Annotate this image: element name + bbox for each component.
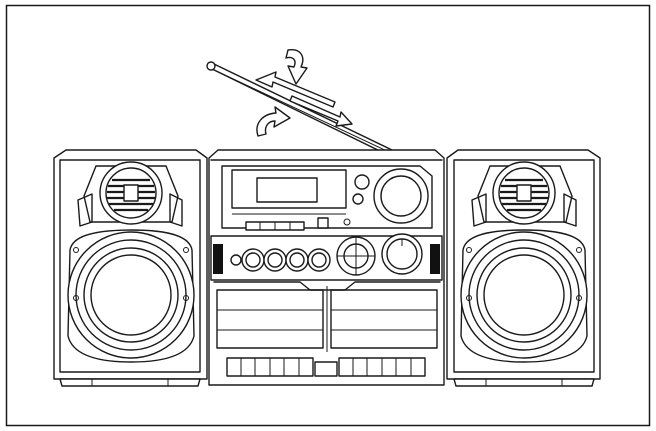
volume-knob <box>381 233 423 275</box>
headphone-jack <box>317 217 329 229</box>
speaker-left <box>53 149 208 387</box>
control-strip <box>210 233 443 281</box>
rotate-arrow-icon <box>256 49 308 137</box>
extend-arrow-icon <box>255 71 353 127</box>
cassette-deck-b <box>330 289 438 349</box>
cassette-decks <box>213 281 441 352</box>
tweeter-grille <box>107 178 155 212</box>
side-marker-right <box>430 244 440 274</box>
side-marker-left <box>213 244 223 274</box>
cd-display-panel <box>221 165 433 231</box>
stereo-main-unit-icon <box>208 149 445 386</box>
speaker-right <box>446 149 601 387</box>
tweeter-grille <box>500 178 548 212</box>
small-knob-top <box>354 174 370 190</box>
large-dial <box>373 168 429 224</box>
cassette-deck-a <box>216 289 324 349</box>
display-window <box>256 177 318 203</box>
transport-keys <box>226 357 426 377</box>
woofer-left <box>67 229 195 363</box>
small-knob-bottom <box>352 193 364 205</box>
woofer-right <box>460 229 588 363</box>
